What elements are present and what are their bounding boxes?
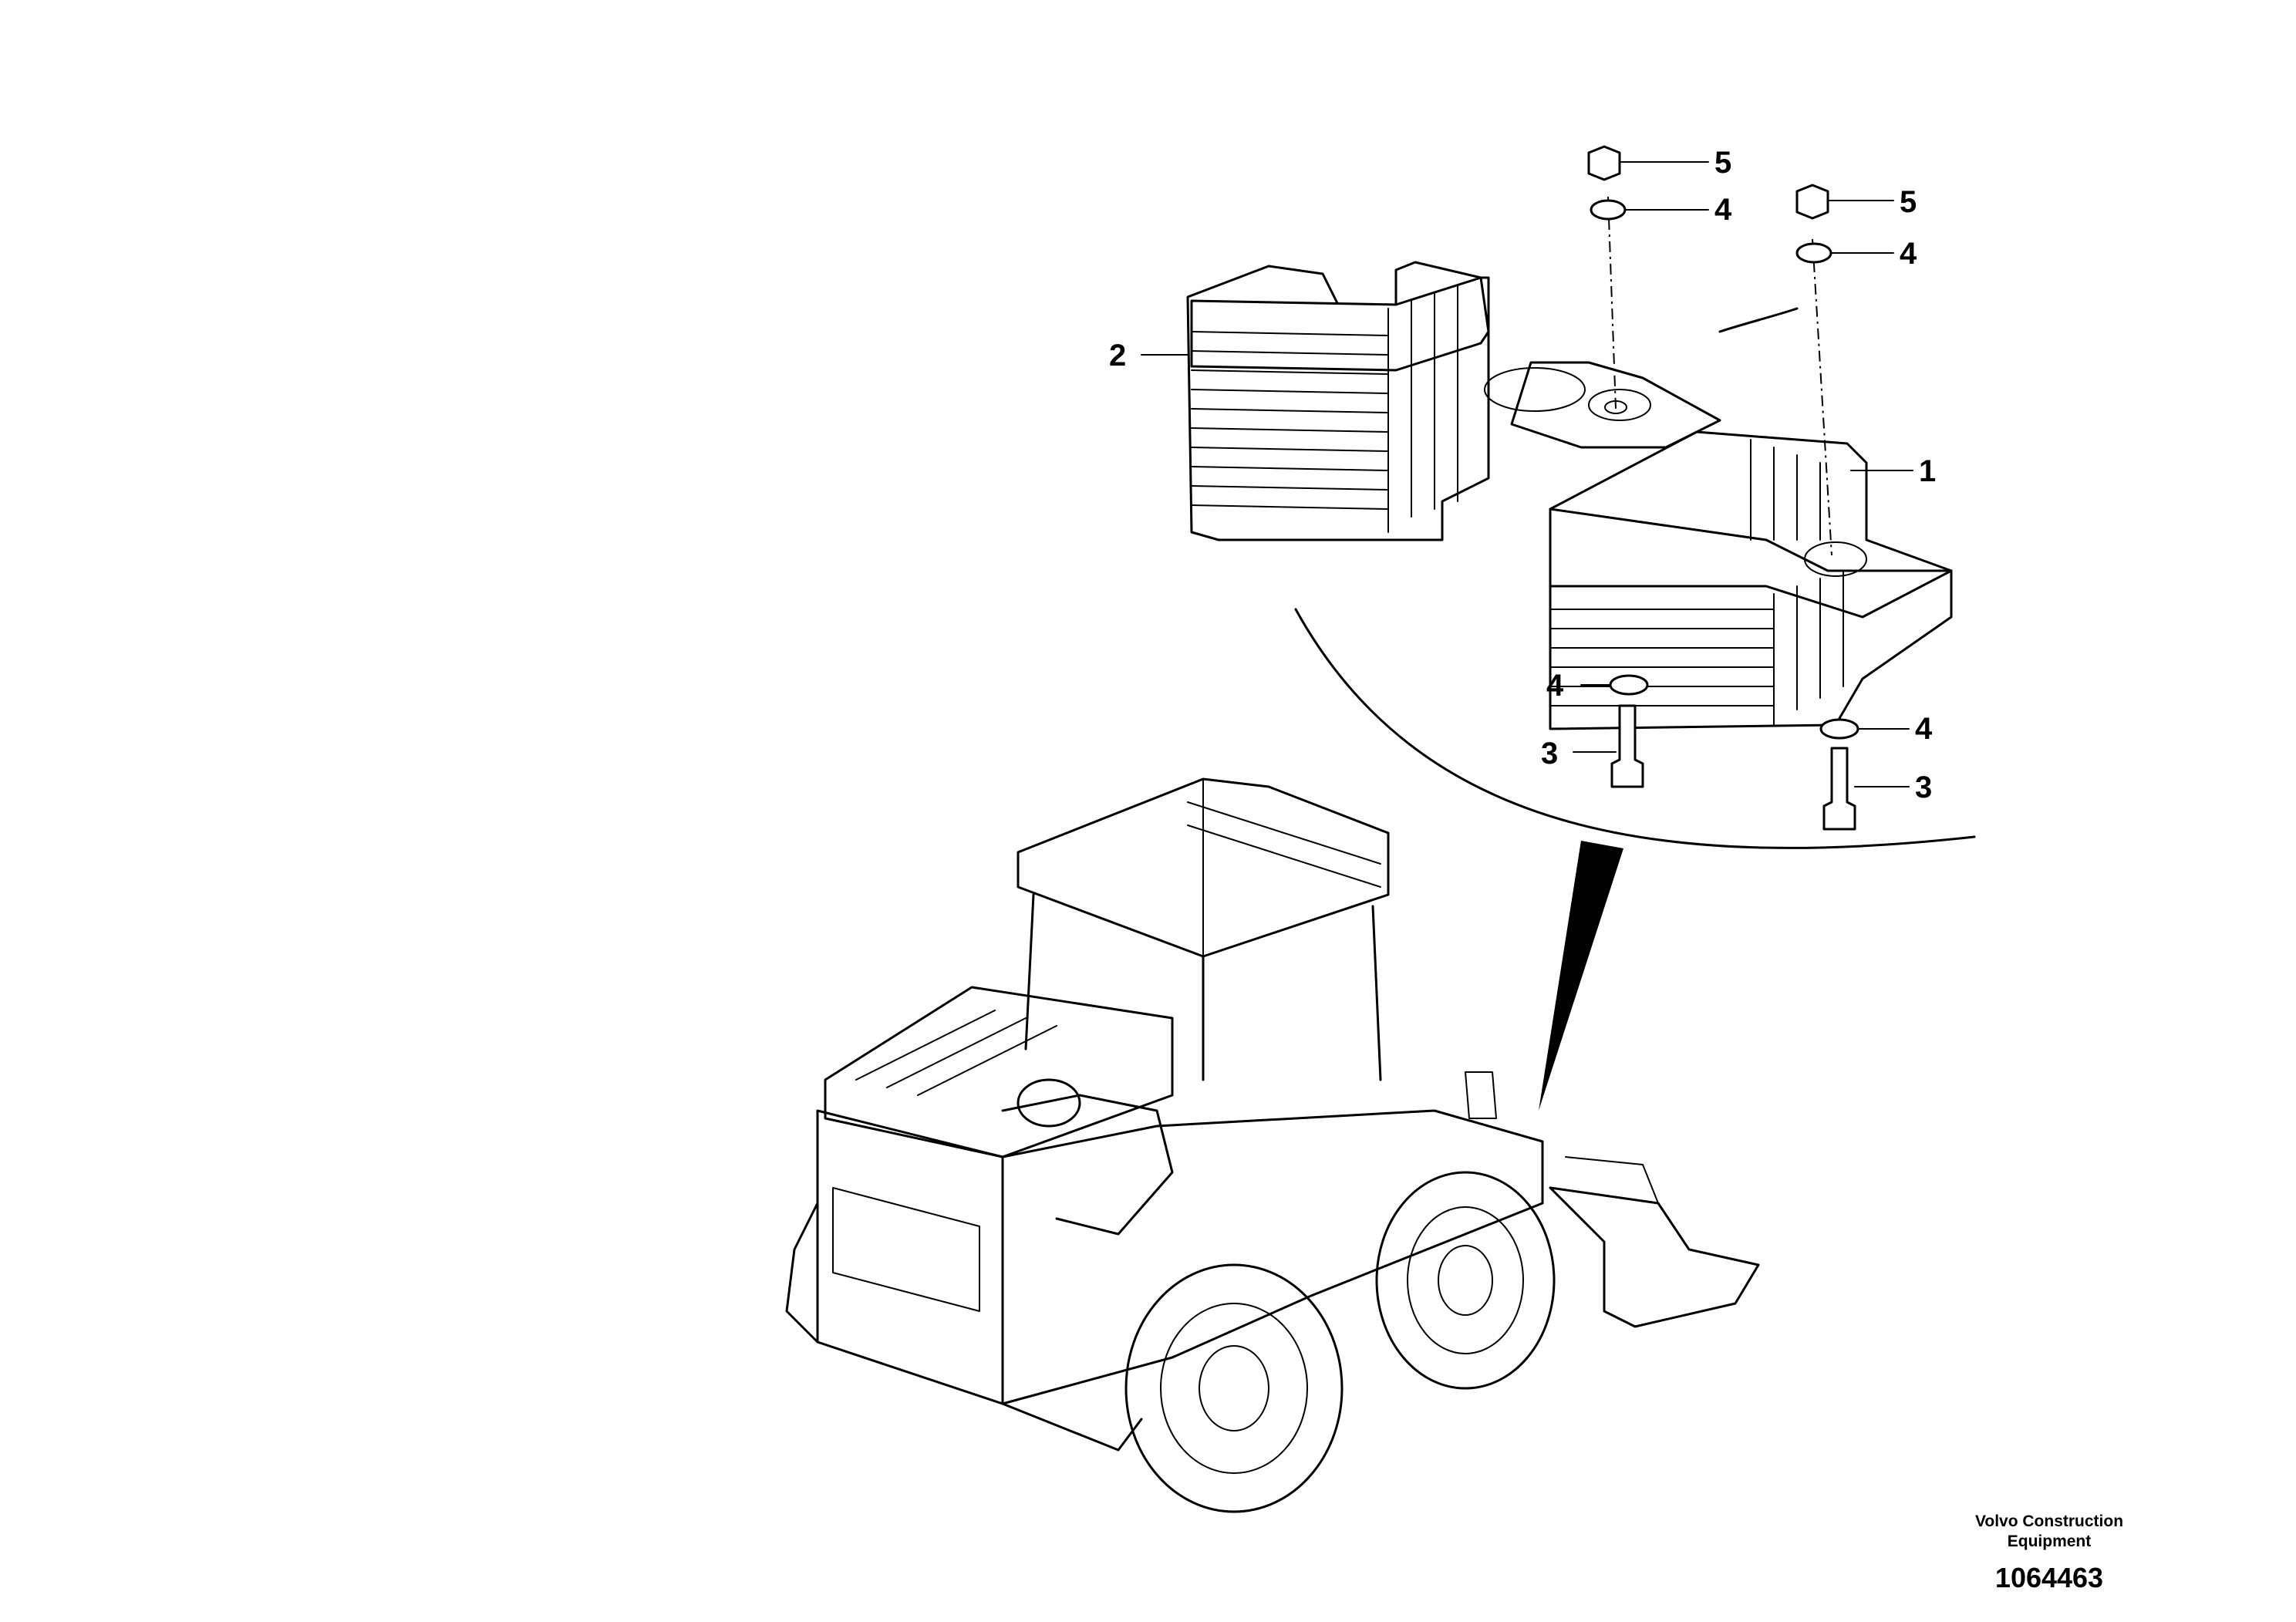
callout-4: 4: [1900, 237, 1917, 271]
callouts: 1 2 3 3 4 4 4 4 5 5: [1109, 146, 1936, 804]
callout-2: 2: [1109, 339, 1126, 373]
fastener-set-right: [1795, 184, 1859, 831]
leader-lines: [1141, 161, 1913, 787]
fastener-set-left: [1587, 145, 1649, 788]
washer-4-left-top: [1590, 199, 1627, 221]
callout-4: 4: [1915, 712, 1933, 746]
rear-wheel: [1124, 1263, 1344, 1513]
callout-3: 3: [1915, 771, 1932, 804]
figure-number: 1064463: [1994, 1562, 2104, 1593]
detail-bubble: [1294, 307, 1976, 1111]
brand-block: Volvo Construction Equipment 1064463: [1926, 1512, 2173, 1595]
callout-3: 3: [1541, 737, 1558, 771]
bucket: [1549, 1186, 1760, 1328]
callout-1: 1: [1919, 454, 1936, 488]
brand-name-line1: Volvo Construction: [1974, 1512, 2124, 1530]
nut-5-left: [1587, 145, 1621, 181]
washer-4-right-bottom: [1819, 718, 1859, 740]
callout-5: 5: [1900, 185, 1917, 219]
brand-name-line2: Equipment: [2007, 1533, 2092, 1550]
skid-steer-loader: [785, 777, 1760, 1513]
callout-4: 4: [1714, 193, 1732, 227]
bolt-3-left: [1610, 704, 1644, 788]
callout-5: 5: [1714, 146, 1731, 180]
callout-4: 4: [1546, 669, 1564, 703]
counterweight-stack-right: [1549, 430, 1953, 730]
front-wheel: [1375, 1171, 1556, 1390]
bolt-3-right: [1822, 747, 1856, 831]
counterweight-stack-left: [1186, 261, 1721, 541]
nut-5-right: [1795, 184, 1829, 220]
washer-4-left-bottom: [1609, 674, 1649, 696]
washer-4-right-top: [1795, 242, 1832, 264]
